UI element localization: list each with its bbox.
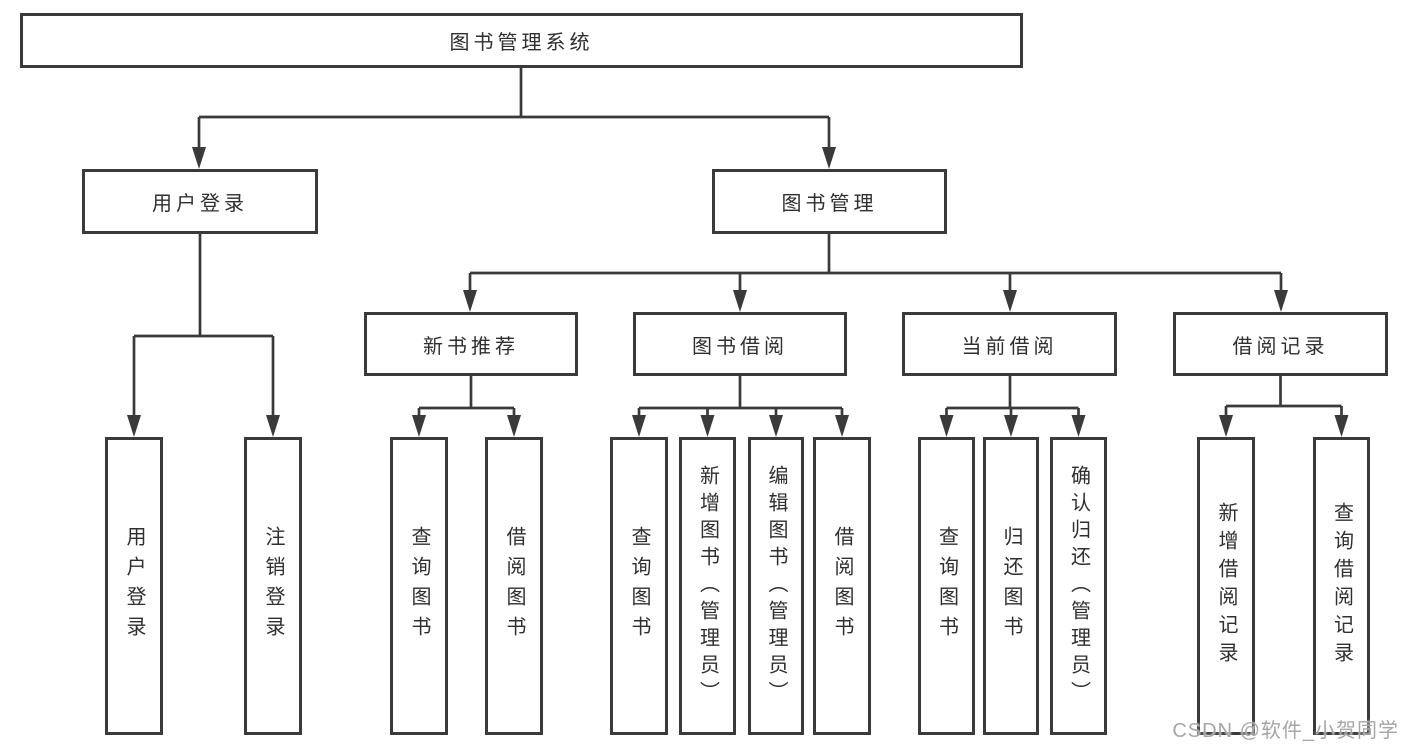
node-user-login: 用户登录 xyxy=(82,169,318,234)
arrowhead xyxy=(266,415,280,437)
node-book-borrowing: 图书借阅 xyxy=(633,312,847,376)
arrowhead xyxy=(1219,415,1233,437)
connector-userlogin-children xyxy=(132,234,275,423)
connector-bookmgmt-children xyxy=(468,234,1283,300)
node-new-book-recommend: 新书推荐 xyxy=(364,312,578,376)
arrowhead xyxy=(1334,415,1349,437)
arrowhead xyxy=(412,415,426,437)
leaf-query-books-recommend: 查询图书 xyxy=(390,437,448,735)
leaf-logout: 注销登录 xyxy=(244,437,302,735)
leaf-query-books-current: 查询图书 xyxy=(918,437,975,735)
connector-borrow-children xyxy=(637,376,844,423)
connector-records-children xyxy=(1224,376,1343,423)
arrowhead xyxy=(1071,415,1086,437)
leaf-user-login: 用户登录 xyxy=(105,437,163,735)
node-current-borrowing: 当前借阅 xyxy=(902,312,1117,376)
node-library-management-system: 图书管理系统 xyxy=(20,13,1023,68)
leaf-add-book-admin: 新增图书（管理员） xyxy=(679,437,736,735)
arrowhead xyxy=(700,415,715,437)
arrowhead xyxy=(192,147,206,169)
leaf-borrow-books: 借阅图书 xyxy=(813,437,871,735)
arrowhead xyxy=(733,290,747,312)
leaf-borrow-books-recommend: 借阅图书 xyxy=(485,437,543,735)
arrowhead xyxy=(822,147,836,169)
connector-newbook-children xyxy=(417,376,516,423)
watermark: CSDN @软件_小贺同学 xyxy=(1172,720,1399,742)
leaf-add-borrow-record: 新增借阅记录 xyxy=(1197,437,1255,735)
arrowhead xyxy=(463,290,477,312)
arrowheads xyxy=(127,147,1349,437)
arrowhead xyxy=(1004,415,1018,437)
leaf-confirm-return-admin: 确认归还（管理员） xyxy=(1050,437,1107,735)
leaf-return-book: 归还图书 xyxy=(983,437,1039,735)
leaf-edit-book-admin: 编辑图书（管理员） xyxy=(748,437,804,735)
arrowhead xyxy=(835,415,849,437)
connector-root-to-l2 xyxy=(197,68,831,155)
arrowhead xyxy=(1274,290,1288,312)
leaf-query-books-borrow: 查询图书 xyxy=(610,437,668,735)
node-book-management: 图书管理 xyxy=(712,169,947,234)
arrowhead xyxy=(632,415,646,437)
arrowhead xyxy=(127,415,141,437)
leaf-query-borrow-record: 查询借阅记录 xyxy=(1313,437,1370,735)
arrowhead xyxy=(1003,290,1017,312)
node-borrowing-records: 借阅记录 xyxy=(1173,312,1388,376)
arrowhead xyxy=(769,415,783,437)
arrowhead xyxy=(507,415,521,437)
arrowhead xyxy=(939,415,954,437)
